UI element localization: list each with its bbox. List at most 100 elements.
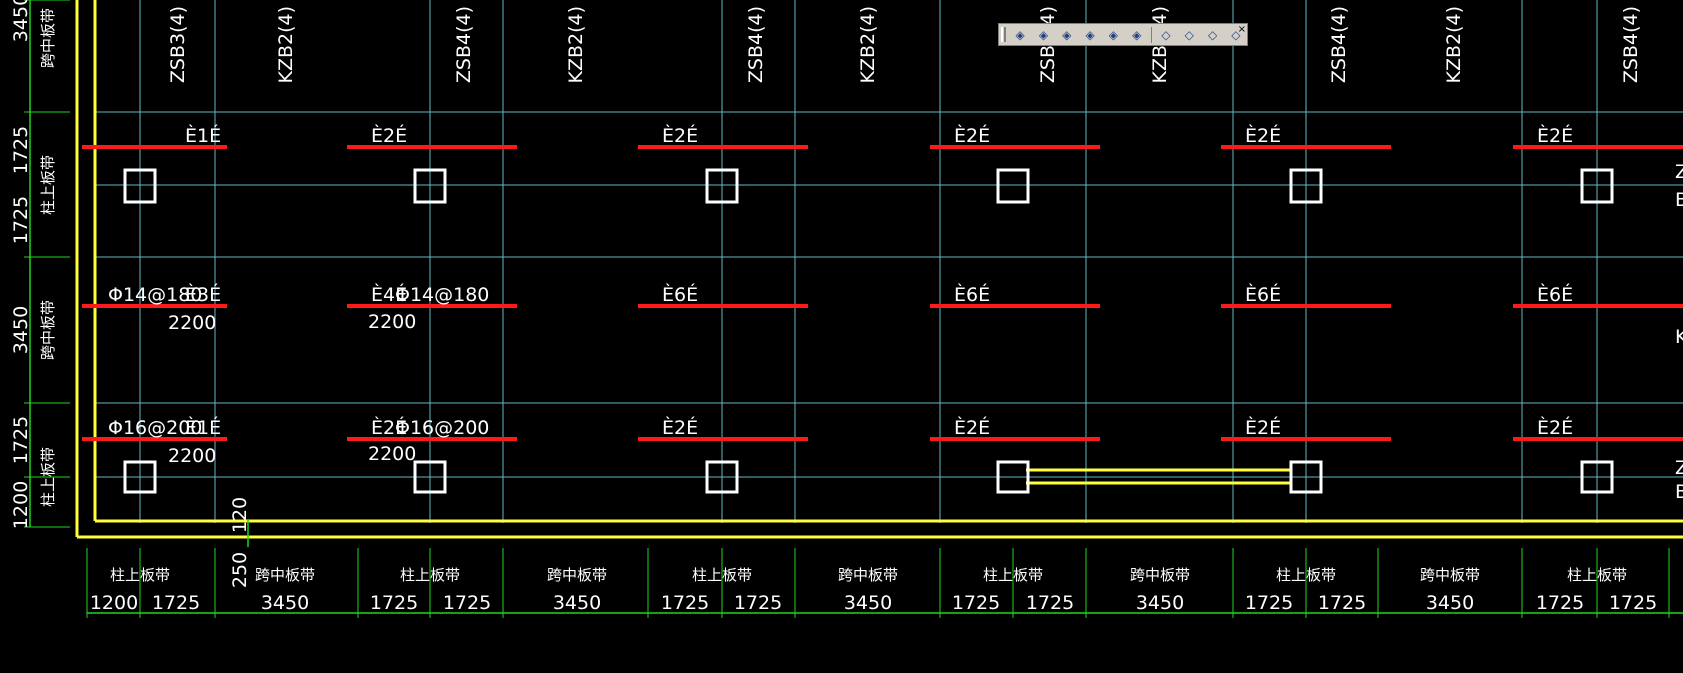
annotation-layer: 345017251725345017251200跨中板带柱上板带跨中板带柱上板带… [10,0,1683,614]
strip-label: ZSB4(4) [1328,6,1350,83]
rebar-label: È2É [662,124,698,147]
rebar-label: È2É [371,124,407,147]
bottom-dim-text: 3450 [1136,592,1184,614]
rebar-layer [82,145,1683,441]
rebar-length: 2200 [368,443,416,465]
layer-lock-icon[interactable]: ◇ [1184,27,1194,42]
rebar-label: È1É [185,416,221,439]
rebar-label: È4É [371,283,407,306]
left-dim-text: 1725 [10,126,32,174]
bottom-band-label: 跨中板带 [838,566,898,584]
rebar-label: È2É [1537,416,1573,439]
strip-label: ZSB4(4) [745,6,767,83]
bottom-dim-text: 1725 [661,592,709,614]
toolbar-separator [1150,26,1152,43]
bottom-band-label: 柱上板带 [110,566,170,584]
bottom-dim-text: 3450 [261,592,309,614]
strip-label: KZB2(4) [1443,6,1465,84]
rebar-label: È6É [1537,283,1573,306]
layer-toolbar: ◈◈◈◈◈◈◇◇◇◇× [998,23,1248,46]
bottom-band-label: 跨中板带 [1130,566,1190,584]
right-edge-label: Z [1675,161,1683,183]
rebar-label: È2É [1245,124,1281,147]
rebar-label: È2É [954,124,990,147]
left-dim-text: 1200 [10,481,32,529]
left-band-label: 柱上板带 [39,155,57,215]
toolbar-close-button[interactable]: × [1237,24,1246,35]
rebar-spec: Φ16@200 [108,417,202,439]
rebar-spec: Φ14@180 [395,284,489,306]
column-top-1 [413,168,447,204]
toolbar-grip[interactable] [1001,27,1006,42]
column-top-0 [123,168,157,204]
layer-delete-icon[interactable]: ◇ [1231,27,1241,42]
right-edge-label: K [1675,326,1683,348]
bottom-band-label: 跨中板带 [255,566,315,584]
rebar-length: 2200 [168,445,216,467]
layer-match-icon[interactable]: ◈ [1038,27,1049,42]
bottom-dim-text: 1725 [1245,592,1293,614]
strip-label: ZSB3(4) [167,6,189,83]
layer-state-icon[interactable]: ◈ [1015,27,1025,42]
slab-boundary [75,0,1683,539]
rebar-label: È2É [662,416,698,439]
bottom-dim-text: 1725 [152,592,200,614]
bottom-band-label: 柱上板带 [1567,566,1627,584]
rebar-label: È1É [185,124,221,147]
strip-label: KZB2(4) [275,6,297,84]
strip-label: KZB2(4) [565,6,587,84]
column-bottom-4 [1289,460,1323,494]
column-bottom-1 [413,460,447,494]
rebar-label: È2É [954,416,990,439]
bottom-dim-text: 1725 [952,592,1000,614]
rebar-label: È6É [662,283,698,306]
rebar-label: È6É [954,283,990,306]
left-dim-text: 1725 [10,196,32,244]
bottom-dim-text: 3450 [844,592,892,614]
layer-freeze-icon[interactable]: ◈ [1132,27,1142,42]
rebar-label: È2É [1537,124,1573,147]
bottom-dim-text: 3450 [553,592,601,614]
bottom-dim-text: 1725 [1609,592,1657,614]
rebar-label: È2É [371,416,407,439]
bottom-dim-text: 1725 [1026,592,1074,614]
bottom-band-label: 柱上板带 [692,566,752,584]
rebar-spec: Φ14@180 [108,284,202,306]
columns-layer [123,168,1614,494]
column-bottom-0 [123,460,157,494]
bottom-dim-text: 1725 [443,592,491,614]
rebar-length: 2200 [368,311,416,333]
right-edge-label: B [1675,481,1683,503]
rebar-spec: Φ16@200 [395,417,489,439]
bottom-dim-text: 3450 [1426,592,1474,614]
strip-label: ZSB4(4) [453,6,475,83]
bottom-band-label: 柱上板带 [400,566,460,584]
layer-off-icon[interactable]: ◇ [1161,27,1171,42]
layer-isolate-icon[interactable]: ◈ [1085,27,1095,42]
dimension-lines [24,0,1683,618]
left-dim-text: 3450 [10,306,32,354]
column-top-5 [1580,168,1614,204]
left-band-label: 跨中板带 [39,300,57,360]
column-bottom-3 [996,460,1030,494]
right-edge-label: Z [1675,457,1683,479]
bottom-band-label: 跨中板带 [547,566,607,584]
column-bottom-5 [1580,460,1614,494]
bottom-band-label: 跨中板带 [1420,566,1480,584]
edge-dim-horizontal: 250 [229,552,251,588]
left-band-label: 柱上板带 [39,447,57,507]
column-bottom-2 [705,460,739,494]
right-edge-label: B [1675,189,1683,211]
column-top-4 [1289,168,1323,204]
layer-unlock-icon[interactable]: ◇ [1207,27,1218,42]
bottom-band-label: 柱上板带 [1276,566,1336,584]
strip-label: ZSB4(4) [1620,6,1642,83]
layer-unisolate-icon[interactable]: ◈ [1108,27,1119,42]
bottom-dim-text: 1725 [1536,592,1584,614]
column-top-3 [996,168,1030,204]
rebar-label: È6É [1245,283,1281,306]
layer-previous-icon[interactable]: ◈ [1062,27,1072,42]
bottom-dim-text: 1725 [734,592,782,614]
bottom-dim-text: 1200 [90,592,138,614]
